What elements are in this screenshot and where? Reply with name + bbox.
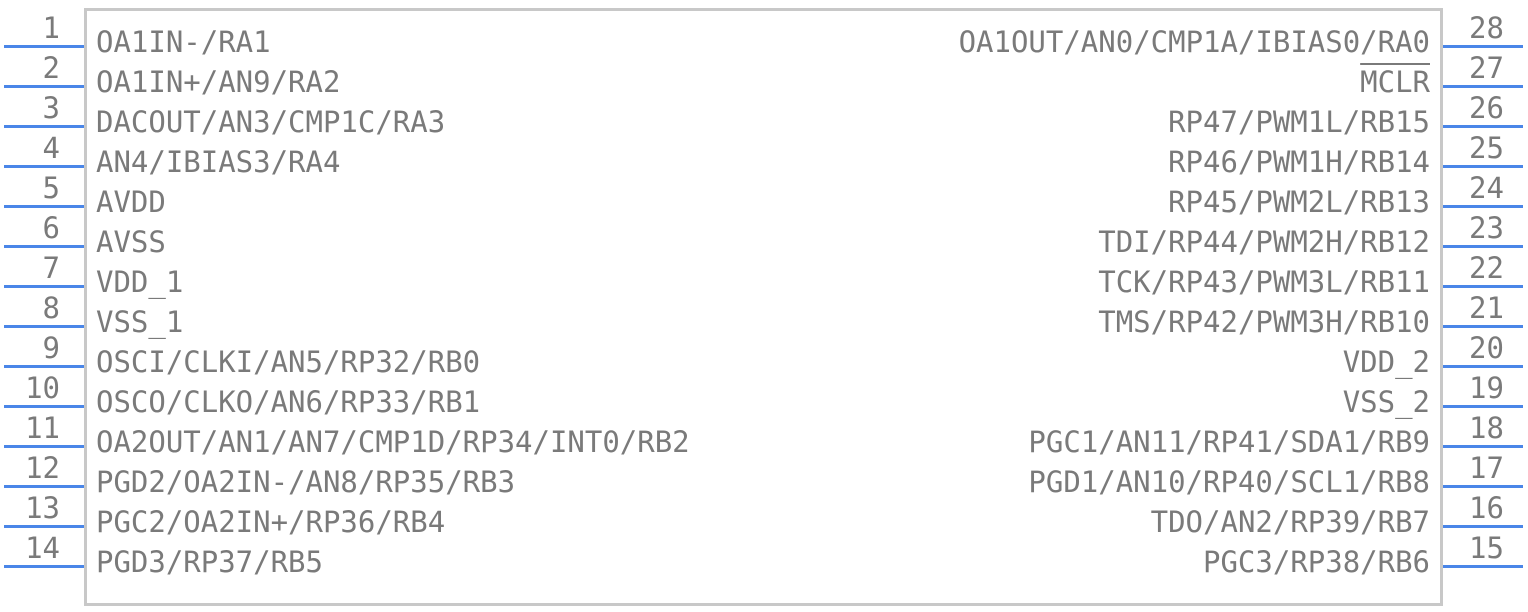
pin-line-14 — [4, 565, 84, 568]
pin-line-16 — [1443, 525, 1523, 528]
pin-number-6: 6 — [42, 211, 60, 245]
pin-number-26: 26 — [1469, 91, 1504, 125]
pin-line-15 — [1443, 565, 1523, 568]
pin-line-7 — [4, 285, 84, 288]
pin-label-20: VDD_2 — [1342, 345, 1430, 379]
pin-label-13: PGC2/OA2IN+/RP36/RB4 — [96, 505, 446, 539]
pin-line-1 — [4, 45, 84, 48]
pin-line-25 — [1443, 165, 1523, 168]
pin-number-2: 2 — [42, 51, 60, 85]
pin-label-22: TCK/RP43/PWM3L/RB11 — [1098, 265, 1430, 299]
pin-line-18 — [1443, 445, 1523, 448]
pin-label-25: RP46/PWM1H/RB14 — [1168, 145, 1430, 179]
pin-line-6 — [4, 245, 84, 248]
pin-number-17: 17 — [1469, 451, 1504, 485]
pin-number-14: 14 — [25, 531, 60, 565]
pin-label-3: DACOUT/AN3/CMP1C/RA3 — [96, 105, 446, 139]
pin-label-7: VDD_1 — [96, 265, 184, 299]
pin-line-11 — [4, 445, 84, 448]
pin-label-6: AVSS — [96, 225, 166, 259]
pin-number-8: 8 — [42, 291, 60, 325]
pin-number-16: 16 — [1469, 491, 1504, 525]
pin-label-9: OSCI/CLKI/AN5/RP32/RB0 — [96, 345, 481, 379]
pin-line-28 — [1443, 45, 1523, 48]
pin-label-4: AN4/IBIAS3/RA4 — [96, 145, 341, 179]
pin-line-10 — [4, 405, 84, 408]
pin-line-26 — [1443, 125, 1523, 128]
pin-label-26: RP47/PWM1L/RB15 — [1168, 105, 1430, 139]
pin-number-13: 13 — [25, 491, 60, 525]
pin-label-27: MCLR — [1360, 65, 1430, 99]
pin-number-27: 27 — [1469, 51, 1504, 85]
pin-number-4: 4 — [42, 131, 60, 165]
pin-line-22 — [1443, 285, 1523, 288]
pin-label-11: OA2OUT/AN1/AN7/CMP1D/RP34/INT0/RB2 — [96, 425, 690, 459]
pin-line-2 — [4, 85, 84, 88]
pin-number-28: 28 — [1469, 11, 1504, 45]
pin-line-12 — [4, 485, 84, 488]
pin-line-24 — [1443, 205, 1523, 208]
pin-number-10: 10 — [25, 371, 60, 405]
pin-number-12: 12 — [25, 451, 60, 485]
pin-number-15: 15 — [1469, 531, 1504, 565]
chip-body — [84, 8, 1443, 606]
pin-number-7: 7 — [42, 251, 60, 285]
pin-number-19: 19 — [1469, 371, 1504, 405]
pin-label-12: PGD2/OA2IN-/AN8/RP35/RB3 — [96, 465, 516, 499]
pin-number-3: 3 — [42, 91, 60, 125]
pin-line-9 — [4, 365, 84, 368]
pin-line-19 — [1443, 405, 1523, 408]
pin-number-1: 1 — [42, 11, 60, 45]
pin-label-2: OA1IN+/AN9/RA2 — [96, 65, 341, 99]
pin-label-8: VSS_1 — [96, 305, 184, 339]
pin-label-24: RP45/PWM2L/RB13 — [1168, 185, 1430, 219]
pin-label-23: TDI/RP44/PWM2H/RB12 — [1098, 225, 1430, 259]
pin-number-22: 22 — [1469, 251, 1504, 285]
pin-number-23: 23 — [1469, 211, 1504, 245]
pin-label-16: TDO/AN2/RP39/RB7 — [1150, 505, 1430, 539]
pin-label-28: OA1OUT/AN0/CMP1A/IBIAS0/RA0 — [958, 25, 1430, 59]
pin-label-17: PGD1/AN10/RP40/SCL1/RB8 — [1028, 465, 1430, 499]
pin-label-15: PGC3/RP38/RB6 — [1203, 545, 1430, 579]
pin-label-21: TMS/RP42/PWM3H/RB10 — [1098, 305, 1430, 339]
pin-label-19: VSS_2 — [1342, 385, 1430, 419]
pin-line-3 — [4, 125, 84, 128]
pin-line-17 — [1443, 485, 1523, 488]
pin-number-24: 24 — [1469, 171, 1504, 205]
pin-number-21: 21 — [1469, 291, 1504, 325]
pin-label-10: OSCO/CLKO/AN6/RP33/RB1 — [96, 385, 481, 419]
pin-number-9: 9 — [42, 331, 60, 365]
pin-label-18: PGC1/AN11/RP41/SDA1/RB9 — [1028, 425, 1430, 459]
pin-line-8 — [4, 325, 84, 328]
pin-number-18: 18 — [1469, 411, 1504, 445]
pin-line-20 — [1443, 365, 1523, 368]
pin-line-23 — [1443, 245, 1523, 248]
pin-label-1: OA1IN-/RA1 — [96, 25, 271, 59]
pin-number-25: 25 — [1469, 131, 1504, 165]
pin-line-27 — [1443, 85, 1523, 88]
pin-number-5: 5 — [42, 171, 60, 205]
pin-number-20: 20 — [1469, 331, 1504, 365]
pin-line-5 — [4, 205, 84, 208]
pin-line-4 — [4, 165, 84, 168]
pin-label-5: AVDD — [96, 185, 166, 219]
pin-line-21 — [1443, 325, 1523, 328]
pin-label-14: PGD3/RP37/RB5 — [96, 545, 323, 579]
pin-line-13 — [4, 525, 84, 528]
pin-number-11: 11 — [25, 411, 60, 445]
